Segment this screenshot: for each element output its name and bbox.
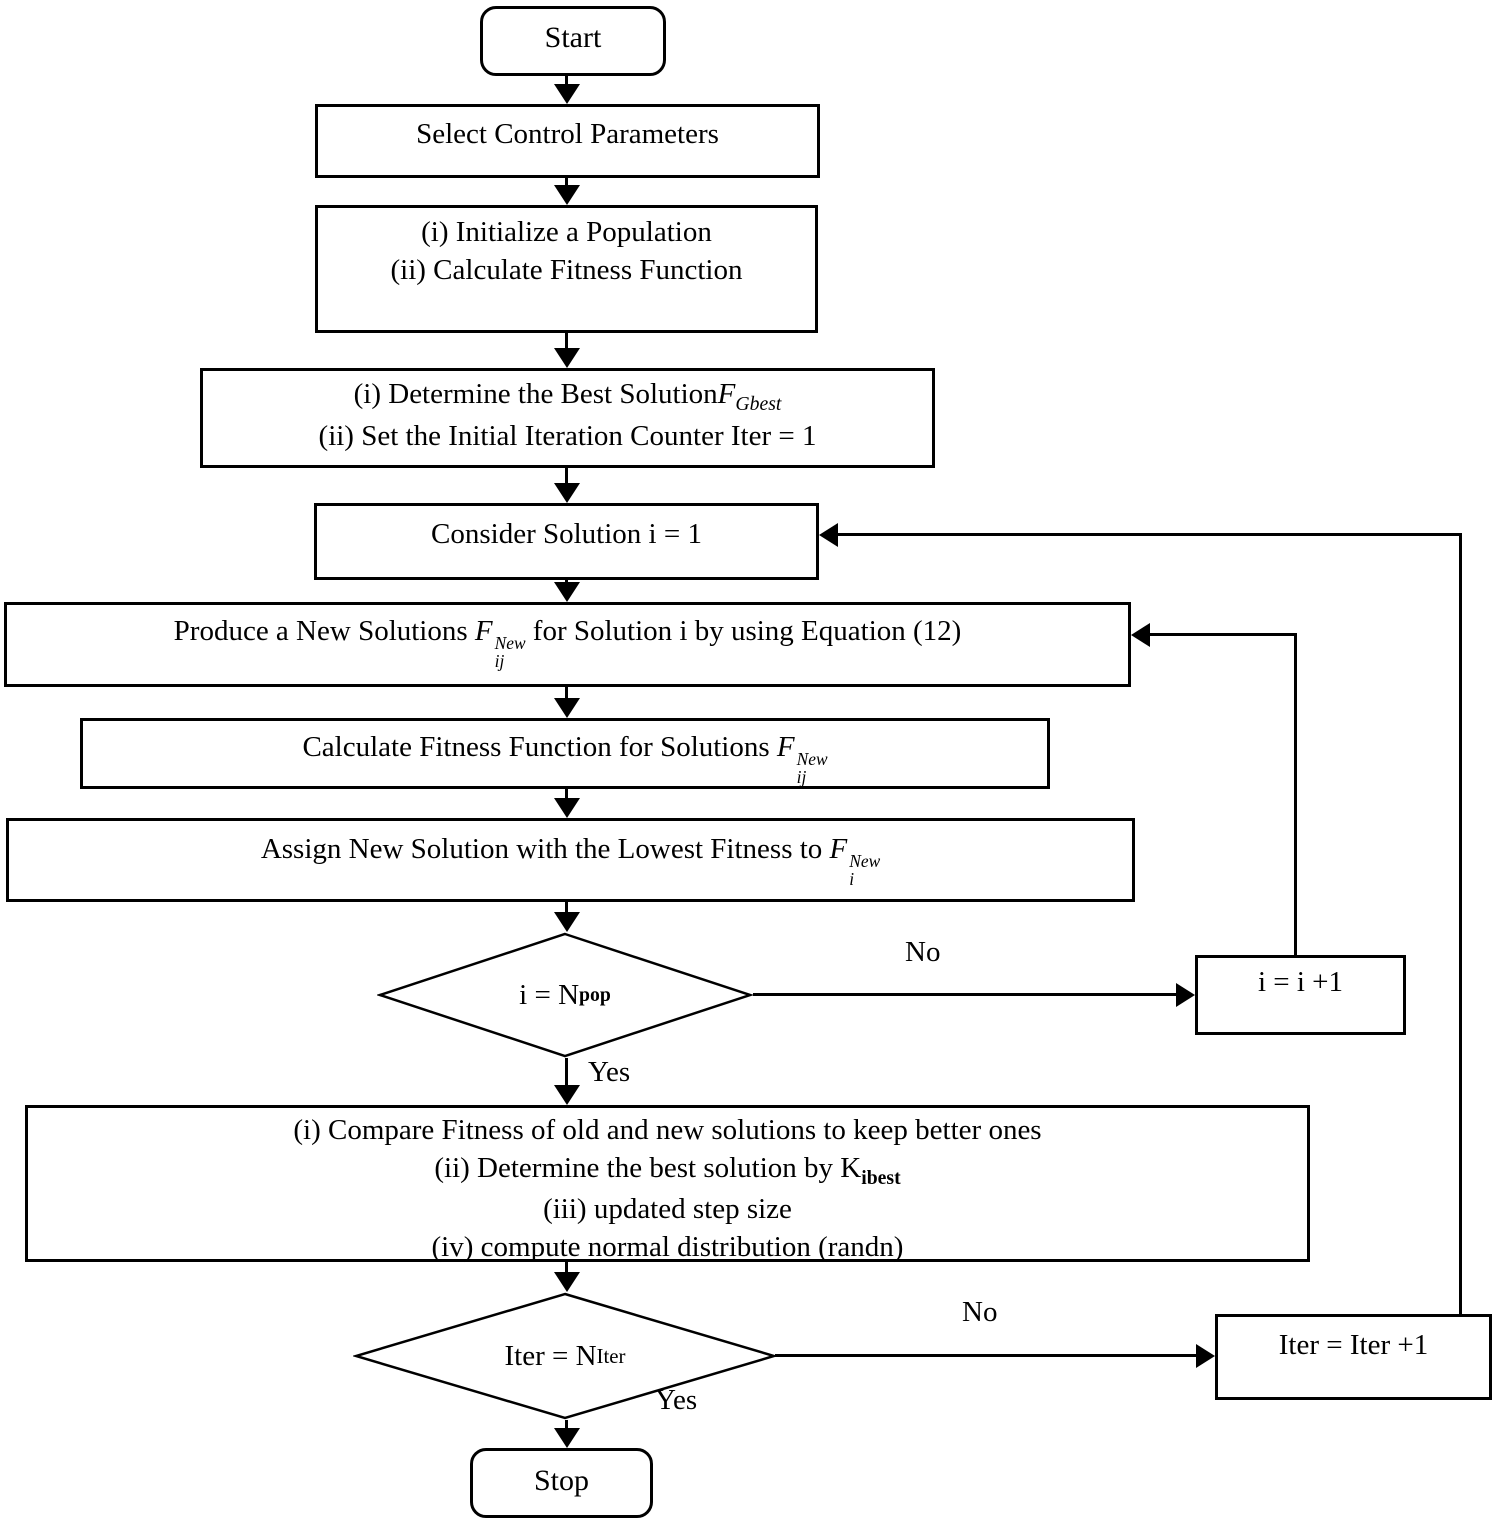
flow-line-start-select bbox=[565, 74, 568, 86]
determine-line2: (ii) Set the Initial Iteration Counter I… bbox=[318, 419, 817, 452]
arrow-down-icon bbox=[554, 912, 580, 932]
arrow-left-icon bbox=[819, 523, 838, 547]
initialize-line1: (i) Initialize a Population bbox=[421, 216, 712, 248]
diamond-shape bbox=[353, 1292, 777, 1420]
f-ij-new-variable: F bbox=[474, 615, 493, 647]
stop-label: Stop bbox=[533, 1464, 590, 1497]
assign-solution-node: Assign New Solution with the Lowest Fitn… bbox=[6, 818, 1135, 902]
f-i-new-variable: F bbox=[829, 833, 848, 865]
arrow-right-icon bbox=[1196, 1344, 1215, 1368]
compare-line2: (ii) Determine the best solution by Kibe… bbox=[434, 1151, 901, 1189]
loop-line-iter-vertical bbox=[1459, 534, 1462, 1314]
consider-solution-label: Consider Solution i = 1 bbox=[431, 518, 702, 550]
yes-label-iteration: Yes bbox=[655, 1384, 698, 1416]
stop-node: Stop bbox=[470, 1448, 653, 1518]
initialize-population-node: (i) Initialize a Population (ii) Calcula… bbox=[315, 205, 818, 333]
f-ij-new-variable: F bbox=[776, 731, 795, 763]
arrow-down-icon bbox=[554, 1428, 580, 1448]
diamond-shape bbox=[377, 932, 753, 1058]
increment-i-node: i = i +1 bbox=[1195, 955, 1406, 1035]
consider-solution-node: Consider Solution i = 1 bbox=[314, 503, 819, 580]
flow-line-diamond2-stop bbox=[565, 1420, 568, 1430]
arrow-down-icon bbox=[554, 185, 580, 205]
compare-line4: (iv) compute normal distribution (randn) bbox=[431, 1230, 904, 1263]
calculate-fitness-node: Calculate Fitness Function for Solutions… bbox=[80, 718, 1050, 789]
arrow-right-icon bbox=[1176, 983, 1195, 1007]
flow-line-determine-consider bbox=[565, 468, 568, 485]
determine-line1: (i) Determine the Best SolutionFGbest bbox=[353, 378, 782, 415]
yes-label-population: Yes bbox=[588, 1056, 631, 1088]
select-parameters-node: Select Control Parameters bbox=[315, 104, 820, 178]
f-gbest-variable: F bbox=[717, 378, 736, 410]
loop-line-iter-horizontal bbox=[838, 533, 1462, 536]
determine-best-node: (i) Determine the Best SolutionFGbest (i… bbox=[200, 368, 935, 468]
loop-line-i-vertical bbox=[1294, 634, 1297, 955]
arrow-down-icon bbox=[554, 348, 580, 368]
no-label-iteration: No bbox=[962, 1296, 998, 1328]
start-label: Start bbox=[544, 21, 602, 54]
select-parameters-label: Select Control Parameters bbox=[416, 118, 719, 150]
loop-line-i-horizontal bbox=[1148, 633, 1297, 636]
flow-line-compare-diamond2 bbox=[565, 1262, 568, 1274]
flow-line-select-init bbox=[565, 178, 568, 187]
flow-line-diamond1-compare bbox=[565, 1058, 568, 1087]
arrow-left-icon bbox=[1131, 623, 1150, 647]
compare-fitness-node: (i) Compare Fitness of old and new solut… bbox=[25, 1105, 1310, 1263]
no-label-population: No bbox=[905, 936, 941, 968]
compare-line1: (i) Compare Fitness of old and new solut… bbox=[293, 1114, 1042, 1146]
no-branch-line-population bbox=[753, 993, 1177, 996]
increment-i-label: i = i +1 bbox=[1257, 966, 1344, 998]
arrow-down-icon bbox=[554, 698, 580, 718]
increment-iter-label: Iter = Iter +1 bbox=[1278, 1329, 1429, 1361]
arrow-down-icon bbox=[554, 84, 580, 104]
arrow-down-icon bbox=[554, 582, 580, 602]
arrow-down-icon bbox=[554, 798, 580, 818]
flow-line-produce-calc bbox=[565, 687, 568, 700]
flow-line-calc-assign bbox=[565, 789, 568, 800]
arrow-down-icon bbox=[554, 1272, 580, 1292]
arrow-down-icon bbox=[554, 1085, 580, 1105]
flow-line-assign-diamond1 bbox=[565, 902, 568, 914]
increment-iter-node: Iter = Iter +1 bbox=[1215, 1314, 1492, 1400]
flow-line-init-determine bbox=[565, 333, 568, 350]
arrow-down-icon bbox=[554, 483, 580, 503]
initialize-line2: (ii) Calculate Fitness Function bbox=[390, 253, 743, 286]
no-branch-line-iteration bbox=[775, 1354, 1197, 1357]
compare-line3: (iii) updated step size bbox=[543, 1193, 792, 1226]
start-node: Start bbox=[480, 6, 666, 76]
